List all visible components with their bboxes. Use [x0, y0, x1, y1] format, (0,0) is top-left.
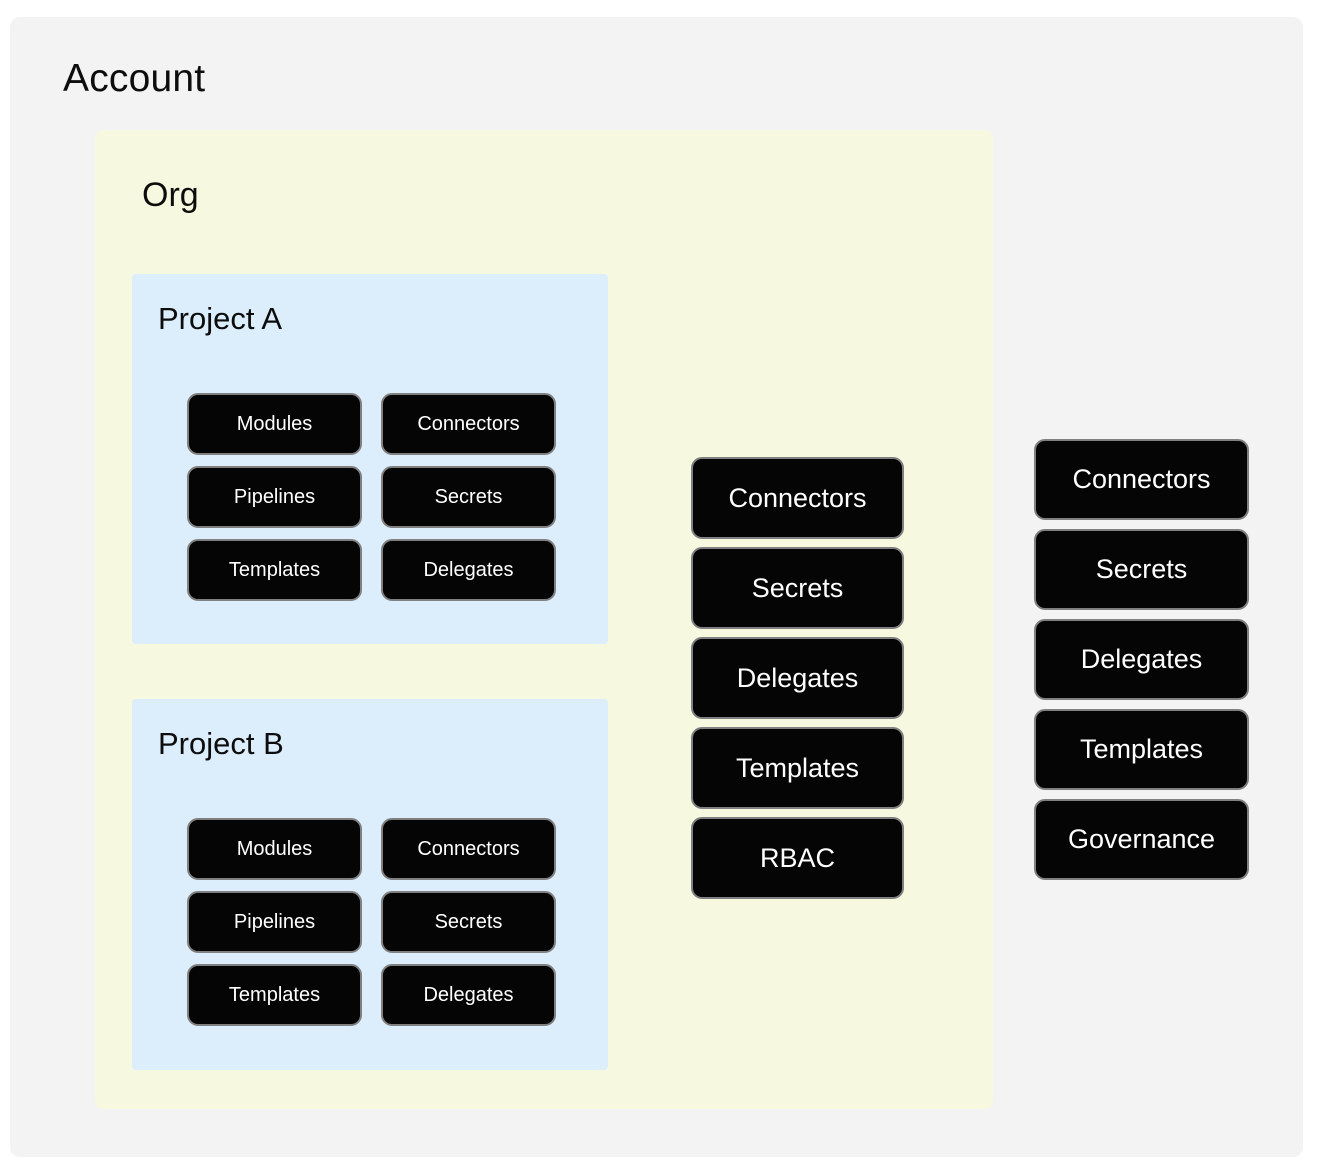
account-resource-templates[interactable]: Templates — [1034, 709, 1249, 790]
project-panel-a: Project A Modules Connectors Pipelines S… — [132, 274, 608, 644]
project-a-resource-grid: Modules Connectors Pipelines Secrets Tem… — [187, 393, 556, 601]
project-a-resource-secrets[interactable]: Secrets — [381, 466, 556, 528]
project-a-resource-modules[interactable]: Modules — [187, 393, 362, 455]
project-a-label: Project A — [158, 301, 283, 336]
project-b-label: Project B — [158, 726, 284, 761]
account-scope-panel: Account Org Project A Modules Connectors… — [10, 17, 1303, 1157]
org-resource-secrets[interactable]: Secrets — [691, 547, 904, 629]
project-a-resource-delegates[interactable]: Delegates — [381, 539, 556, 601]
account-resource-governance[interactable]: Governance — [1034, 799, 1249, 880]
org-resource-column: Connectors Secrets Delegates Templates R… — [691, 457, 904, 899]
project-b-resource-secrets[interactable]: Secrets — [381, 891, 556, 953]
project-a-resource-templates[interactable]: Templates — [187, 539, 362, 601]
org-scope-label: Org — [142, 176, 199, 214]
project-b-resource-templates[interactable]: Templates — [187, 964, 362, 1026]
project-a-resource-pipelines[interactable]: Pipelines — [187, 466, 362, 528]
project-b-resource-connectors[interactable]: Connectors — [381, 818, 556, 880]
project-b-resource-grid: Modules Connectors Pipelines Secrets Tem… — [187, 818, 556, 1026]
project-panel-b: Project B Modules Connectors Pipelines S… — [132, 699, 608, 1070]
project-a-resource-connectors[interactable]: Connectors — [381, 393, 556, 455]
account-resource-delegates[interactable]: Delegates — [1034, 619, 1249, 700]
org-resource-delegates[interactable]: Delegates — [691, 637, 904, 719]
org-resource-rbac[interactable]: RBAC — [691, 817, 904, 899]
project-b-resource-modules[interactable]: Modules — [187, 818, 362, 880]
project-b-resource-delegates[interactable]: Delegates — [381, 964, 556, 1026]
account-resource-connectors[interactable]: Connectors — [1034, 439, 1249, 520]
account-resource-secrets[interactable]: Secrets — [1034, 529, 1249, 610]
org-resource-templates[interactable]: Templates — [691, 727, 904, 809]
org-scope-panel: Org Project A Modules Connectors Pipelin… — [95, 130, 993, 1109]
project-b-resource-pipelines[interactable]: Pipelines — [187, 891, 362, 953]
account-resource-column: Connectors Secrets Delegates Templates G… — [1034, 439, 1249, 880]
account-scope-label: Account — [63, 57, 206, 100]
org-resource-connectors[interactable]: Connectors — [691, 457, 904, 539]
